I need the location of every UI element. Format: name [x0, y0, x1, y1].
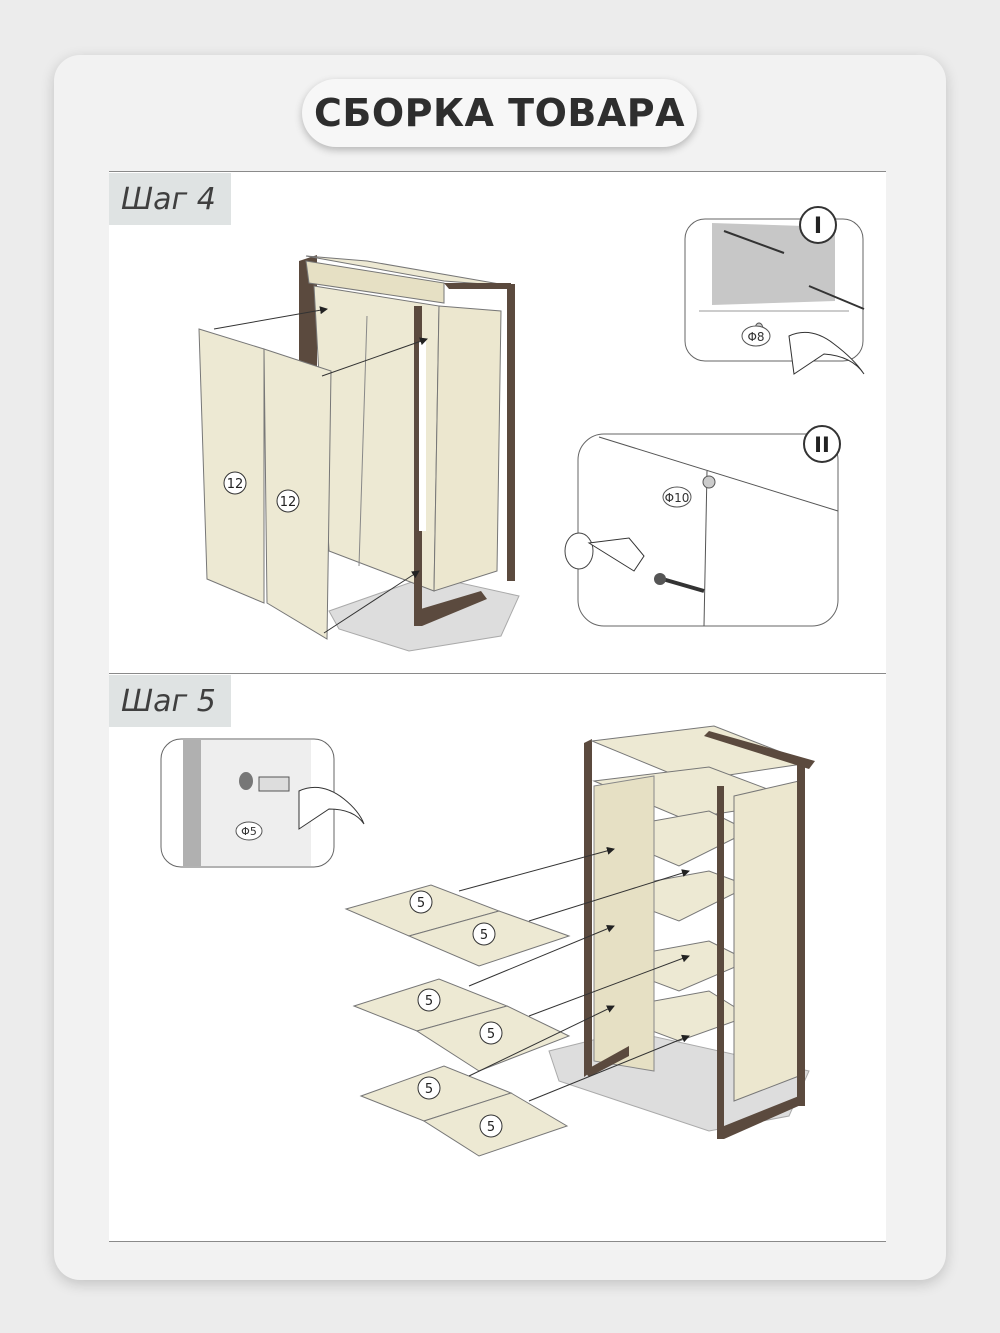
detail-II-diameter: Φ10	[665, 491, 690, 505]
detail-I-number: I	[814, 214, 822, 239]
step4-cabinet-drawing	[198, 255, 520, 652]
shelf-part-number-4: 5	[487, 1027, 495, 1042]
shelf-part-number-2: 5	[480, 928, 488, 943]
shelf-part-number-3: 5	[425, 994, 433, 1009]
page-title-text: СБОРКА ТОВАРА	[313, 91, 686, 135]
shelf-part-number-1: 5	[417, 896, 425, 911]
step-5-label-text: Шаг 5	[121, 683, 216, 719]
detail-pin-diameter: Φ5	[241, 825, 257, 838]
detail-I-callout	[684, 206, 865, 375]
sheet-top-line	[109, 171, 886, 172]
assembly-illustration: 12 12 I Φ8 II Φ10	[160, 206, 865, 1157]
detail-II-number: II	[814, 433, 830, 457]
detail-II-callout	[564, 425, 841, 627]
step-4-label: Шаг 4	[109, 173, 231, 225]
door-part-number-left: 12	[227, 477, 244, 492]
shelf-part-number-6: 5	[487, 1120, 495, 1135]
step-4-label-text: Шаг 4	[121, 181, 216, 217]
page-title: СБОРКА ТОВАРА	[302, 79, 697, 147]
shelf-part-number-5: 5	[425, 1082, 433, 1097]
step5-shelf-drawing	[344, 725, 815, 1157]
door-part-number-right: 12	[280, 495, 297, 510]
detail-pin-callout	[160, 738, 365, 868]
step-divider	[109, 673, 886, 674]
step-5-label: Шаг 5	[109, 675, 231, 727]
detail-I-diameter: Φ8	[747, 330, 764, 344]
sheet-bottom-line	[109, 1241, 886, 1242]
